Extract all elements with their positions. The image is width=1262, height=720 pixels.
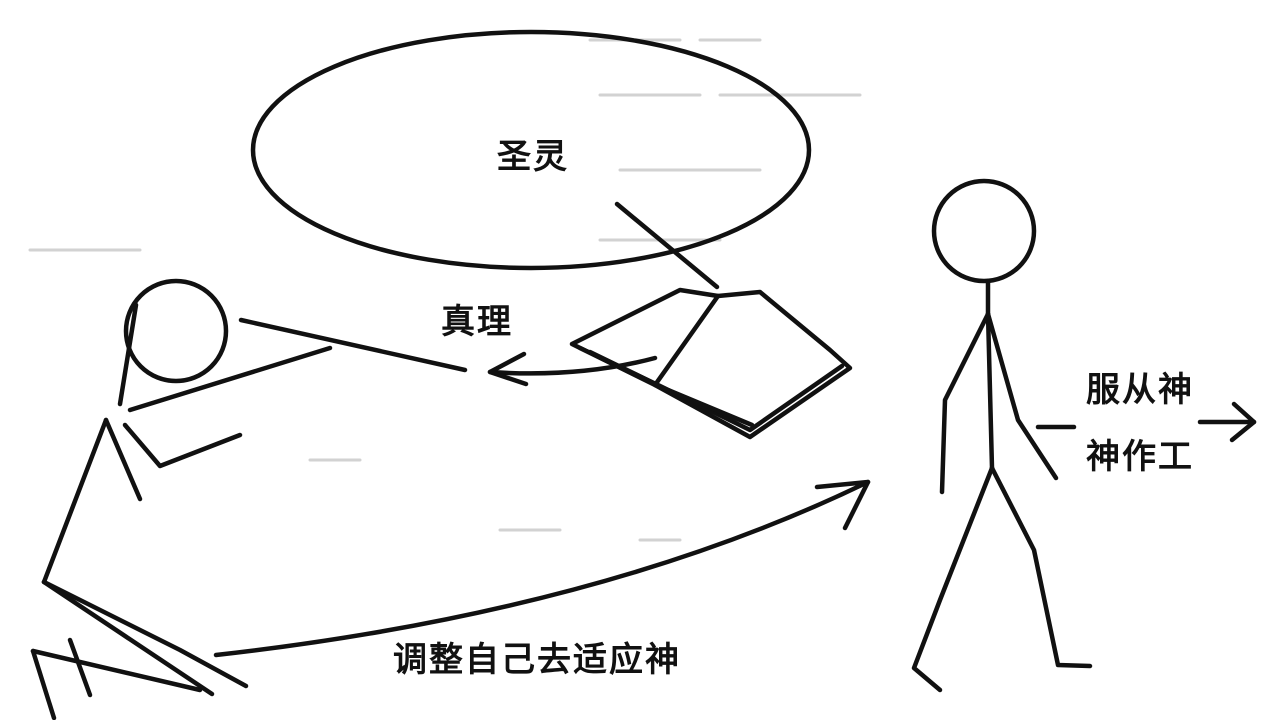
truth-arrow	[487, 351, 658, 387]
holy-spirit-label: 圣灵	[497, 137, 569, 177]
god-working-label: 神作工	[1086, 437, 1194, 477]
bleed-through-marks	[28, 38, 862, 542]
obey-god-label: 服从神	[1086, 370, 1194, 410]
holy-spirit-oval	[250, 29, 812, 271]
outward-arrow	[1197, 401, 1257, 443]
adjust-self-label: 调整自己去适应神	[393, 640, 681, 680]
truth-label: 真理	[441, 302, 513, 342]
adjust-self-arrow	[213, 479, 871, 658]
standing-person	[911, 178, 1093, 693]
open-bible	[569, 287, 853, 440]
spirit-to-bible-line	[614, 201, 720, 290]
kneeling-person	[30, 278, 468, 720]
